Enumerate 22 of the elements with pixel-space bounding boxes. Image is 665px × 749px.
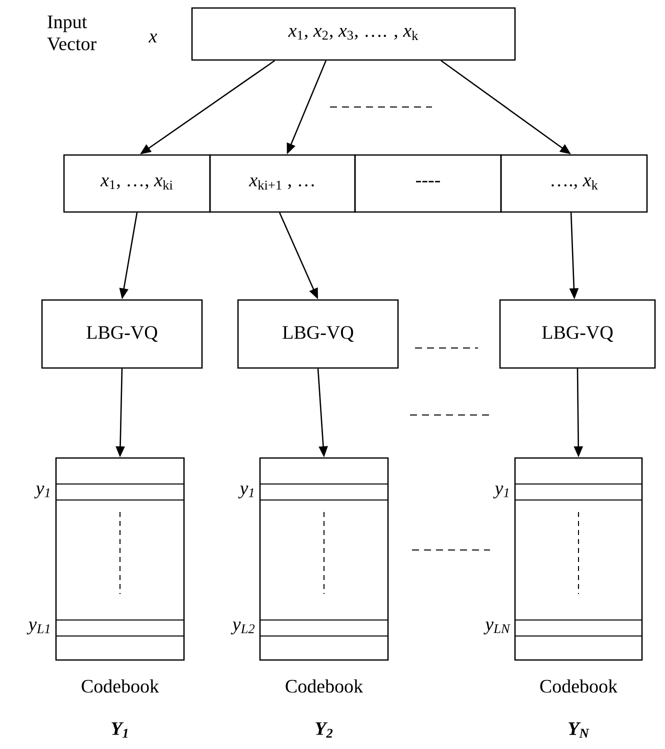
sub-vector-cell: x$_{ki+1}$ , … [209,154,356,213]
variable-label: x [148,34,158,42]
row-label: y$_{L2}$ [230,622,255,634]
codebook-caption: Codebook [540,679,618,693]
codebook-caption: Codebook [286,679,364,693]
input-vector-box: x$_{1}$, x$_{2}$, x$_{3}$, …. , x$_{k}$ [191,7,516,61]
row-label: y$_{1}$ [34,486,50,498]
row-label: y$_{1}$ [238,486,254,498]
sub-vector-cell: ---- [354,154,502,213]
row-label: y$_{LN}$ [484,622,510,634]
sub-vector-cell: …., x$_{k}$ [500,154,648,213]
process-box: LBG-VQ [499,299,656,369]
row-label: y$_{L1}$ [26,622,50,634]
row-label: y$_{1}$ [493,486,508,498]
codebook-symbol: Y$_{N}$ [568,722,590,738]
process-box: LBG-VQ [237,299,399,369]
codebook-symbol: Y$_{2}$ [316,722,333,738]
sub-vector-cell: x$_{1}$, …, x$_{ki}$ [63,154,211,213]
codebook-caption: Codebook [82,679,160,693]
process-box: LBG-VQ [41,299,203,369]
codebook-symbol: Y$_{1}$ [112,722,128,738]
side-label: Input Vector [47,16,96,50]
